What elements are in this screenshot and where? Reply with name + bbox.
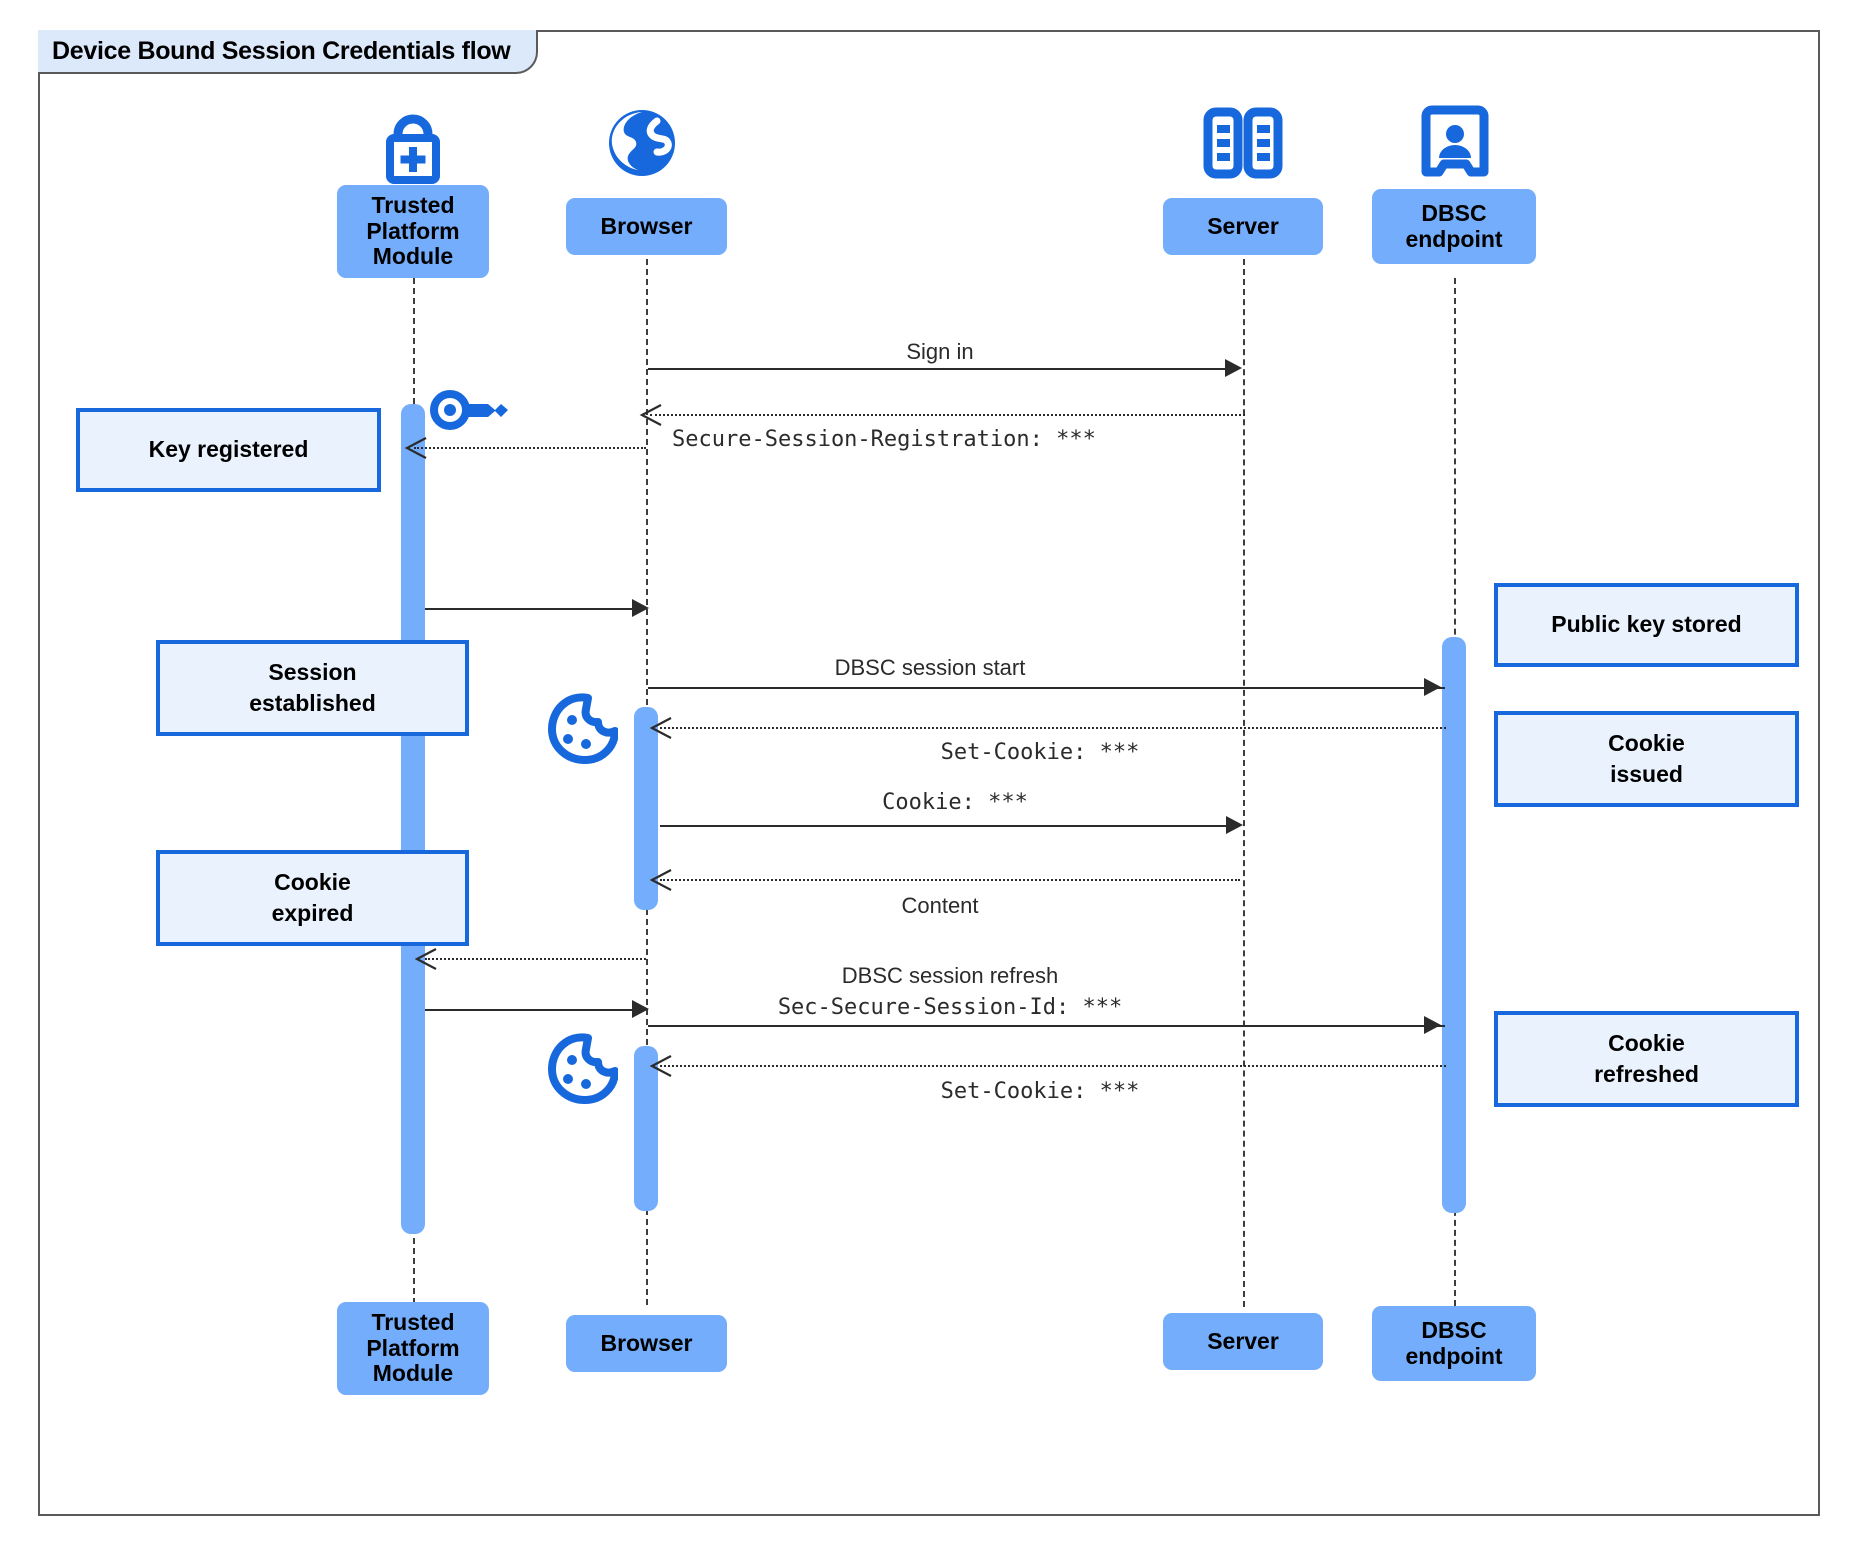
participant-browser-top[interactable]: Browser bbox=[566, 198, 727, 255]
participant-browser-bottom[interactable]: Browser bbox=[566, 1315, 727, 1372]
participant-server-bottom[interactable]: Server bbox=[1163, 1313, 1323, 1370]
participant-dbsc-bottom[interactable]: DBSC endpoint bbox=[1372, 1306, 1536, 1381]
participant-server-top[interactable]: Server bbox=[1163, 198, 1323, 255]
message-line-key-provided bbox=[425, 608, 640, 610]
arrow-head-refresh-sign-request bbox=[414, 947, 437, 970]
activation-browser-session bbox=[634, 707, 658, 910]
message-line-dbsc-session-refresh bbox=[648, 1025, 1445, 1027]
message-label-cookie-request: Cookie: *** bbox=[882, 790, 1028, 815]
message-line-content bbox=[660, 879, 1240, 881]
note-cookie-issued: Cookie issued bbox=[1494, 711, 1799, 807]
arrow-head-key-provided bbox=[632, 599, 649, 617]
note-public-key-stored: Public key stored bbox=[1494, 583, 1799, 667]
arrow-head-key-request bbox=[404, 436, 427, 459]
diagram-title: Device Bound Session Credentials flow bbox=[52, 36, 511, 65]
globe-icon bbox=[598, 104, 686, 182]
message-line-key-request bbox=[414, 447, 646, 449]
note-cookie-refreshed: Cookie refreshed bbox=[1494, 1011, 1799, 1107]
message-label-dbsc-session-refresh: DBSC session refresh bbox=[841, 963, 1059, 988]
participant-tpm-bottom[interactable]: Trusted Platform Module bbox=[337, 1302, 489, 1395]
message-line-tpm-to-browser-refresh bbox=[425, 1009, 640, 1011]
arrow-head-dbsc-session-refresh bbox=[1424, 1016, 1441, 1034]
id-badge-person-icon bbox=[1420, 104, 1490, 184]
message-line-set-cookie-2 bbox=[660, 1065, 1446, 1067]
note-cookie-expired: Cookie expired bbox=[156, 850, 469, 946]
message-line-set-cookie-1 bbox=[660, 727, 1446, 729]
server-racks-icon bbox=[1196, 106, 1290, 182]
activation-dbsc bbox=[1442, 637, 1466, 1213]
arrow-head-dbsc-session-start bbox=[1424, 678, 1441, 696]
lifeline-server bbox=[1243, 259, 1245, 1307]
message-label-set-cookie-1: Set-Cookie: *** bbox=[940, 740, 1140, 765]
message-line-secure-session-registration bbox=[650, 414, 1245, 416]
message-label-dbsc-session-start: DBSC session start bbox=[834, 655, 1026, 680]
activation-browser-refresh bbox=[634, 1046, 658, 1211]
arrow-head-set-cookie-2 bbox=[649, 1054, 672, 1077]
message-label-secure-session-registration: Secure-Session-Registration: *** bbox=[672, 427, 1096, 452]
participant-dbsc-top[interactable]: DBSC endpoint bbox=[1372, 189, 1536, 264]
lock-plus-icon bbox=[368, 104, 458, 184]
message-label-sign-in: Sign in bbox=[906, 339, 974, 364]
note-key-registered: Key registered bbox=[76, 408, 381, 492]
arrow-head-content bbox=[649, 868, 672, 891]
message-label-sec-secure-session-id: Sec-Secure-Session-Id: *** bbox=[777, 995, 1123, 1020]
arrow-head-set-cookie-1 bbox=[649, 716, 672, 739]
participant-tpm-top[interactable]: Trusted Platform Module bbox=[337, 185, 489, 278]
message-line-cookie-request bbox=[660, 825, 1235, 827]
arrow-head-secure-session-registration bbox=[639, 403, 662, 426]
note-session-established: Session established bbox=[156, 640, 469, 736]
message-label-content: Content bbox=[901, 893, 979, 918]
activation-tpm bbox=[401, 404, 425, 1234]
message-label-set-cookie-2: Set-Cookie: *** bbox=[940, 1079, 1140, 1104]
key-icon bbox=[428, 385, 510, 435]
arrow-head-cookie-request bbox=[1226, 816, 1243, 834]
message-line-dbsc-session-start bbox=[648, 687, 1445, 689]
cookie-icon bbox=[548, 1032, 619, 1104]
diagram-frame bbox=[38, 30, 1820, 1516]
diagram-frame-tab: Device Bound Session Credentials flow bbox=[38, 30, 539, 74]
arrow-head-tpm-to-browser-refresh bbox=[632, 1000, 649, 1018]
message-line-refresh-sign-request bbox=[425, 958, 646, 960]
arrow-head-sign-in bbox=[1225, 359, 1242, 377]
message-line-sign-in bbox=[648, 368, 1233, 370]
cookie-icon bbox=[548, 692, 619, 764]
